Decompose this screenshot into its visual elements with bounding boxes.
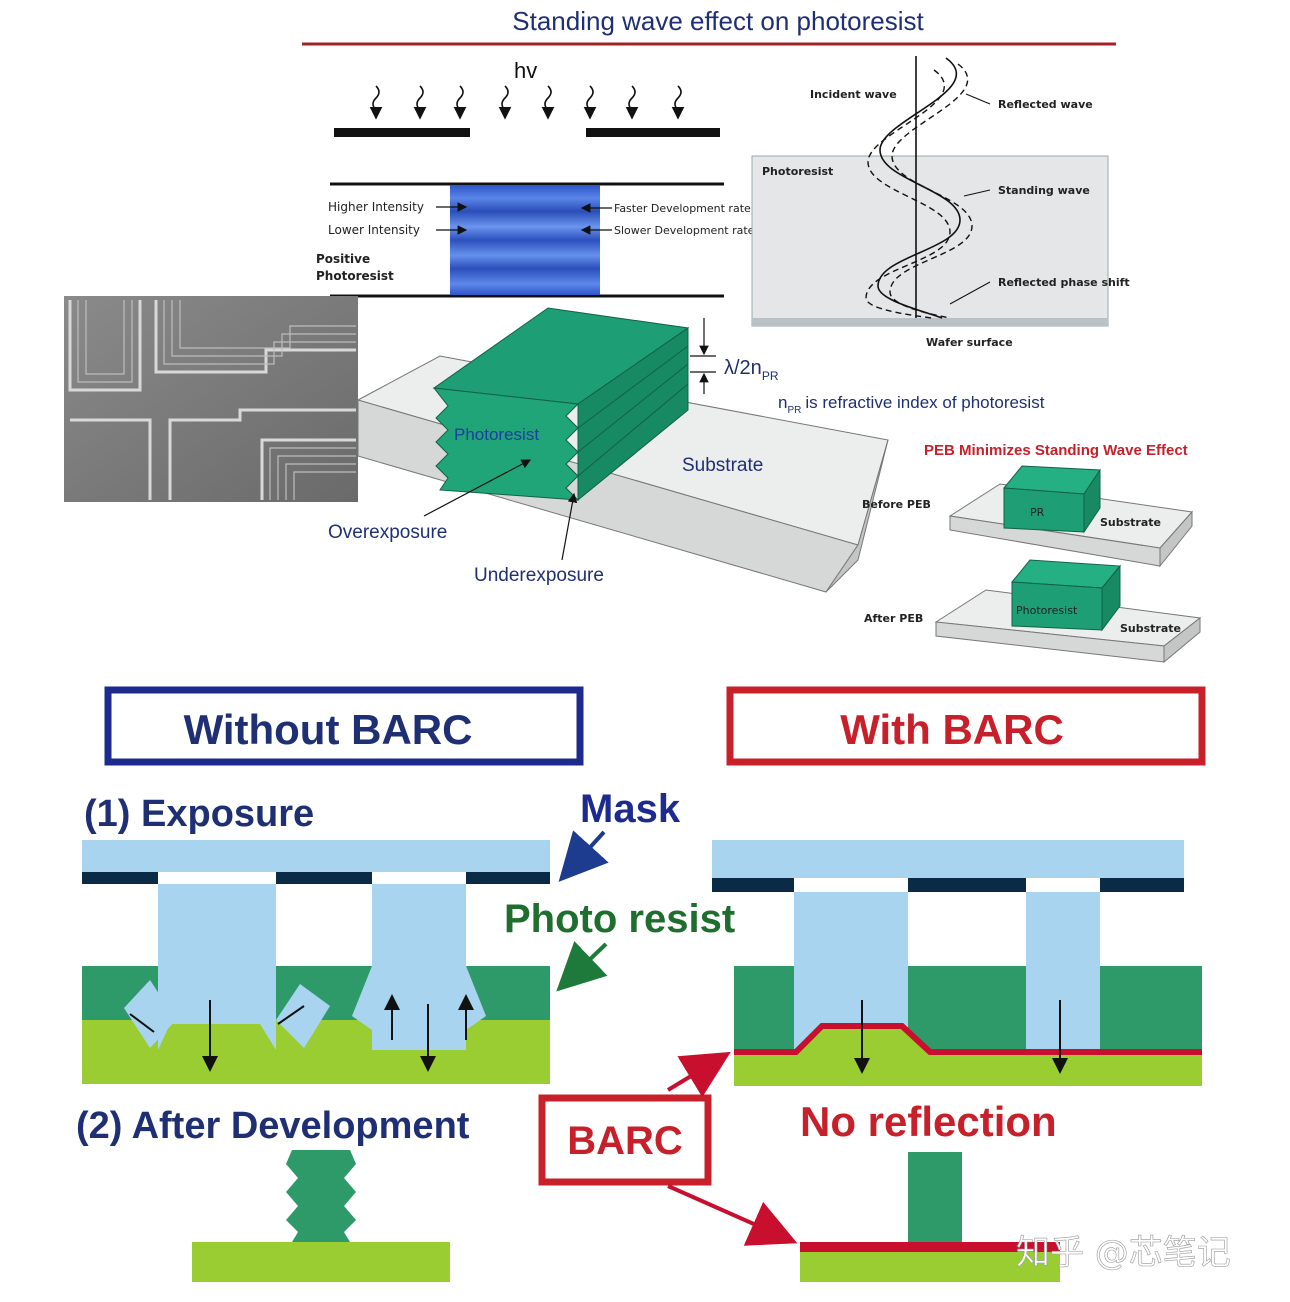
watermark: 知乎 @芯笔记 xyxy=(1016,1233,1231,1273)
barc-callout-box xyxy=(538,1094,712,1186)
underexposure-pointer xyxy=(561,492,578,561)
before-peb-label: Before PEB xyxy=(862,498,931,511)
positive-photoresist-label-2: Photoresist xyxy=(316,269,394,283)
block-substrate-label: Substrate xyxy=(682,455,763,476)
underexposure-label: Underexposure xyxy=(474,565,604,586)
with-barc-frame xyxy=(726,686,1206,766)
peb-after-diagram xyxy=(934,559,1202,664)
mask-bar-left xyxy=(334,128,470,137)
lower-intensity-label: Lower Intensity xyxy=(328,223,420,237)
exposed-band xyxy=(450,185,600,295)
light-arrows xyxy=(369,85,685,120)
peb-after-substrate-label: Substrate xyxy=(1120,622,1181,635)
mask-pointer xyxy=(558,830,609,882)
faster-development-label: Faster Development rate xyxy=(614,202,751,215)
peb-after-photoresist-label: Photoresist xyxy=(1016,604,1078,617)
peb-title: PEB Minimizes Standing Wave Effect xyxy=(924,442,1188,459)
with-barc-developed xyxy=(800,1152,1060,1282)
peb-before-substrate-label: Substrate xyxy=(1100,516,1161,529)
peb-before-pr-label: PR xyxy=(1030,506,1045,519)
after-peb-label: After PEB xyxy=(864,612,923,625)
no-reflection-label: No reflection xyxy=(800,1098,1057,1145)
barc-callout-label: BARC xyxy=(567,1119,683,1163)
peb-before-diagram xyxy=(948,465,1193,568)
incident-wave-label: Incident wave xyxy=(810,88,897,101)
reflected-wave-label: Reflected wave xyxy=(998,98,1093,111)
period-indicator xyxy=(690,318,716,394)
main-title: Standing wave effect on photoresist xyxy=(512,6,924,36)
wave-panel xyxy=(751,56,1109,327)
slower-development-label: Slower Development rate xyxy=(614,224,755,237)
block-photoresist-label: Photoresist xyxy=(454,425,539,444)
with-barc-title: With BARC xyxy=(840,706,1064,753)
positive-photoresist-label-1: Positive xyxy=(316,252,370,266)
standing-wave-label: Standing wave xyxy=(998,184,1090,197)
photoresist-block xyxy=(432,307,690,502)
hv-label: hv xyxy=(514,58,537,83)
barc-pointer-up xyxy=(666,1051,731,1098)
period-label: λ/2nPR xyxy=(724,357,779,383)
mask-bar-right xyxy=(586,128,720,137)
overexposure-label: Overexposure xyxy=(328,522,447,543)
wafer-surface-label: Wafer surface xyxy=(926,336,1013,349)
overexposure-pointer xyxy=(423,459,532,517)
without-barc-frame xyxy=(104,686,584,766)
wave-photoresist-label: Photoresist xyxy=(762,165,833,178)
exposure-label: (1) Exposure xyxy=(84,793,314,835)
after-development-label: (2) After Development xyxy=(76,1105,470,1147)
barc-pointer-down xyxy=(667,1184,798,1246)
higher-intensity-label: Higher Intensity xyxy=(328,200,424,214)
sem-image xyxy=(64,296,358,502)
with-barc-exposure xyxy=(712,840,1202,1086)
without-barc-title: Without BARC xyxy=(184,706,473,753)
photo-resist-pointer xyxy=(556,941,608,992)
reflected-phase-shift-label: Reflected phase shift xyxy=(998,276,1130,289)
without-barc-exposure xyxy=(82,840,550,1084)
mask-label: Mask xyxy=(580,787,681,831)
photo-resist-label: Photo resist xyxy=(504,897,735,941)
without-barc-developed xyxy=(192,1150,450,1282)
